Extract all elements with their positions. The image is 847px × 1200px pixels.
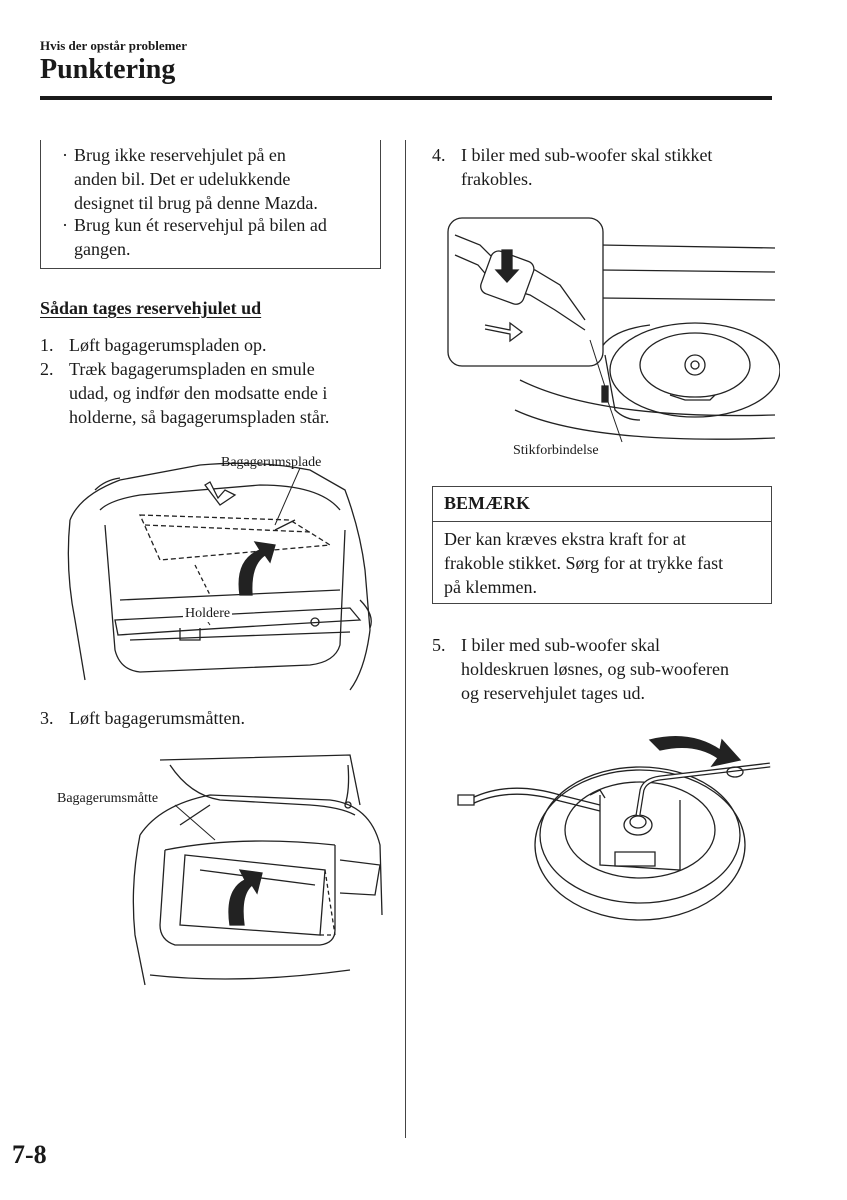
warning-bullet: · Brug kun ét reservehjul på bilen ad ga…: [62, 213, 374, 261]
step-line: Løft bagagerumspladen op.: [69, 335, 267, 355]
warning-bullet: · Brug ikke reservehjulet på en anden bi…: [62, 143, 374, 215]
bullet-dot: ·: [62, 215, 68, 235]
step-number: 5.: [432, 635, 446, 655]
step-line: udad, og indfør den modsatte ende i: [69, 383, 328, 403]
bullet-line: Brug kun ét reservehjul på bilen ad: [74, 215, 327, 235]
note-heading: BEMÆRK: [433, 487, 771, 522]
step-line: I biler med sub-woofer skal: [461, 635, 660, 655]
title-rule: [40, 96, 772, 100]
mat-label: Bagagerumsmåtte: [57, 791, 159, 806]
page-title: Punktering: [40, 54, 176, 85]
note-box: BEMÆRK Der kan kræves ekstra kraft for a…: [432, 486, 772, 604]
step-line: Træk bagagerumspladen en smule: [69, 359, 315, 379]
holders-label: Holdere: [183, 606, 233, 622]
step-4: 4. I biler med sub-woofer skal stikket f…: [432, 143, 782, 191]
step-line: Løft bagagerumsmåtten.: [69, 708, 245, 728]
page-number: 7-8: [12, 1140, 47, 1169]
plate-label: Bagagerumsplade: [221, 455, 322, 470]
step-line: frakobles.: [461, 169, 533, 189]
trunk-mat-illustration: [120, 745, 390, 1005]
bullet-line: gangen.: [74, 239, 131, 259]
note-line: frakoble stikket. Sørg for at trykke fas…: [444, 553, 724, 573]
bullet-line: Brug ikke reservehjulet på en: [74, 145, 286, 165]
step-line: holdeskruen løsnes, og sub-wooferen: [461, 659, 729, 679]
note-line: Der kan kræves ekstra kraft for at: [444, 529, 686, 549]
column-divider: [405, 140, 406, 1138]
step-line: og reservehjulet tages ud.: [461, 683, 645, 703]
bullet-line: anden bil. Det er udelukkende: [74, 169, 291, 189]
step-line: holderne, så bagagerumspladen står.: [69, 407, 330, 427]
trunk-board-illustration: [60, 450, 390, 700]
bullet-line: designet til brug på denne Mazda.: [74, 193, 318, 213]
step-number: 3.: [40, 708, 54, 728]
connector-illustration: [440, 210, 780, 465]
section-label: Hvis der opstår problemer: [40, 38, 187, 53]
step-number: 2.: [40, 359, 54, 379]
step-number: 4.: [432, 145, 446, 165]
step-1: 1. Løft bagagerumspladen op.: [40, 333, 390, 357]
connector-label: Stikforbindelse: [513, 443, 599, 458]
step-number: 1.: [40, 335, 54, 355]
spare-wheel-illustration: [450, 720, 790, 930]
step-5: 5. I biler med sub-woofer skal holdeskru…: [432, 633, 782, 705]
warning-box: · Brug ikke reservehjulet på en anden bi…: [40, 140, 381, 269]
step-3: 3. Løft bagagerumsmåtten.: [40, 706, 390, 730]
step-2: 2. Træk bagagerumspladen en smule udad, …: [40, 357, 390, 429]
bullet-dot: ·: [62, 145, 68, 165]
step-line: I biler med sub-woofer skal stikket: [461, 145, 713, 165]
procedure-heading: Sådan tages reservehjulet ud: [40, 298, 262, 318]
note-line: på klemmen.: [444, 577, 537, 597]
